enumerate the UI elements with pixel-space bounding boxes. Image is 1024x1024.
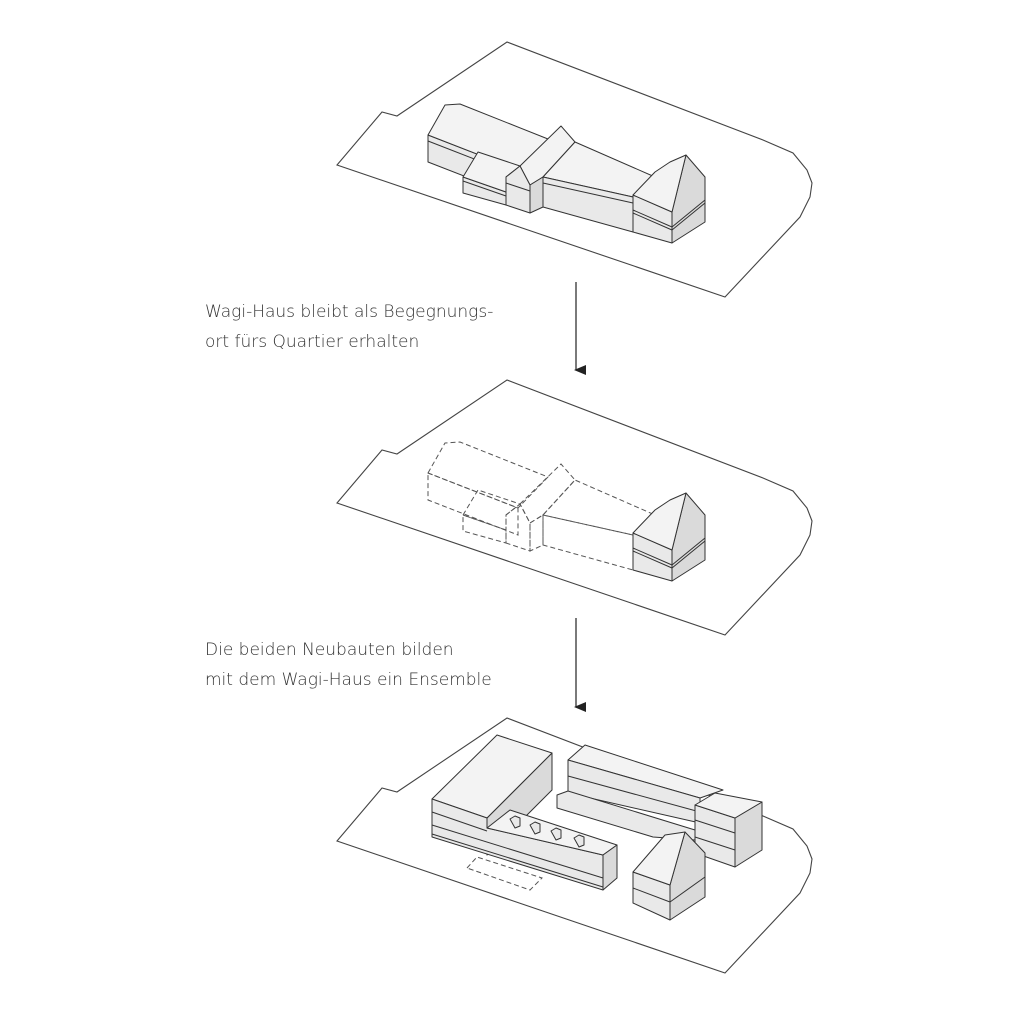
edge-line [632,550,673,569]
edge-line [671,202,706,231]
building-face [505,503,531,552]
caption-line: ort fürs Quartier erhalten [205,332,420,352]
caption-line: mit dem Wagi-Haus ein Ensemble [205,670,492,690]
edge-line [542,182,634,204]
wagi-haus-existing [427,103,656,233]
building-face [529,821,541,835]
building-face [632,154,687,213]
building-face [427,441,549,509]
former-annex-outline [466,856,543,891]
site-boundary [336,379,813,636]
edge-line [671,537,706,566]
edge-line [632,547,673,566]
wagi-haus-removed-outline [427,441,656,571]
building-face [462,489,522,531]
building-face [632,492,687,551]
edge-line [431,824,604,879]
panel-new-ensemble [336,717,813,974]
building-face [529,514,544,552]
edge-line [669,876,706,903]
wagi-haus-retained [632,492,706,582]
edge-line [671,199,706,228]
edge-line [694,836,736,851]
edge-line [671,540,706,569]
building-face [462,514,507,544]
site-boundary [336,717,813,974]
caption-step-2: Die beiden Neubauten bilden mit dem Wagi… [205,635,492,695]
panel-retained-building [336,379,813,636]
edge-line [694,819,736,834]
panel-existing-building [336,41,813,298]
building-face [519,463,576,524]
edge-line [431,811,488,832]
building-face [694,792,763,819]
caption-line: Wagi-Haus bleibt als Begegnungs- [205,302,494,322]
building-face [466,856,543,891]
edge-line [431,833,604,888]
edge-line [462,180,507,197]
building-face [529,176,544,214]
site-boundary [336,41,813,298]
caption-step-1: Wagi-Haus bleibt als Begegnungs- ort für… [205,297,493,357]
wagi-haus-gable [632,154,706,244]
edge-line [632,212,673,231]
building-face [632,831,686,886]
edge-line [632,887,671,903]
building-face [602,844,618,891]
new-buildings-ensemble [431,734,763,921]
building-face [542,479,656,536]
edge-line [632,209,673,228]
building-face [509,815,521,829]
caption-line: Die beiden Neubauten bilden [205,640,454,660]
edge-line [505,182,531,192]
building-face [427,472,519,536]
building-face [542,514,634,571]
edge-line [567,775,701,813]
building-face [550,827,562,841]
building-face [573,834,585,848]
